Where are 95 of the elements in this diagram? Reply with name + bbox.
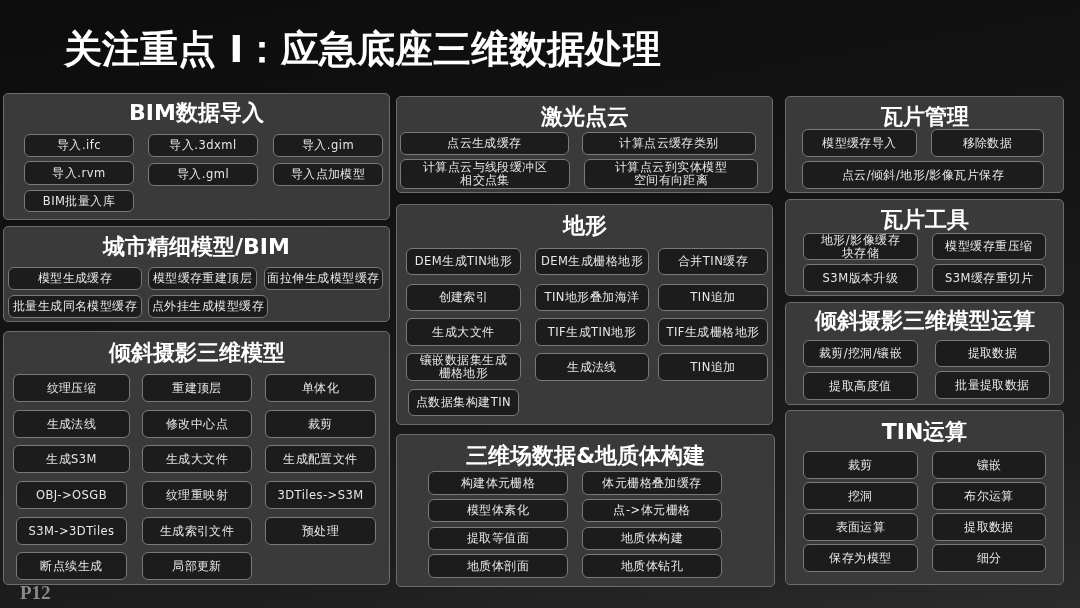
function-box: 重建顶层 — [142, 374, 252, 402]
function-box: 局部更新 — [142, 552, 252, 580]
function-box: 预处理 — [265, 517, 376, 545]
function-box: DEM生成TIN地形 — [406, 248, 521, 275]
panel-heading: TIN运算 — [881, 419, 968, 445]
function-box: 计算点云到实体模型空间有向距离 — [584, 159, 758, 189]
function-box: 纹理压缩 — [13, 374, 130, 402]
function-box: 模型缓存重建顶层 — [148, 267, 257, 290]
function-box: 模型缓存重压缩 — [932, 233, 1046, 260]
function-box: 修改中心点 — [142, 410, 252, 438]
panel-heading: 城市精细模型/BIM — [103, 234, 290, 260]
function-box: 3DTiles->S3M — [265, 481, 376, 509]
panel — [396, 96, 773, 193]
panel-heading: 倾斜摄影三维模型运算 — [814, 308, 1035, 334]
function-box: TIF生成TIN地形 — [535, 318, 649, 346]
function-box: 提取等值面 — [428, 527, 568, 550]
function-box: 裁剪 — [803, 451, 918, 479]
function-box: 导入.ifc — [24, 134, 134, 157]
function-box: 裁剪 — [265, 410, 376, 438]
function-box: 地质体剖面 — [428, 554, 568, 578]
function-box: 模型缓存导入 — [802, 129, 917, 157]
function-box: 地形/影像缓存块存储 — [803, 233, 918, 260]
function-box: 布尔运算 — [932, 482, 1046, 510]
function-box: 地质体钻孔 — [582, 554, 722, 578]
function-box: 导入.gml — [148, 163, 258, 186]
function-box: 点->体元栅格 — [582, 499, 722, 522]
function-box: S3M缓存重切片 — [932, 264, 1046, 292]
function-box: 生成大文件 — [142, 445, 252, 473]
panel — [785, 302, 1064, 405]
panel — [3, 226, 390, 322]
function-box: 点外挂生成模型缓存 — [148, 295, 268, 318]
function-box: 体元栅格叠加缓存 — [582, 471, 722, 495]
function-box: 计算点云缓存类别 — [582, 132, 756, 155]
function-box: 面拉伸生成模型缓存 — [264, 267, 383, 290]
function-box: 单体化 — [265, 374, 376, 402]
page-number: P12 — [20, 583, 51, 604]
panel — [785, 410, 1064, 585]
function-box: OBJ->OSGB — [16, 481, 127, 509]
function-box: 生成大文件 — [406, 318, 521, 346]
panel — [396, 434, 775, 587]
panel — [396, 204, 773, 425]
panel-heading: 三维场数据&地质体构建 — [465, 443, 706, 469]
function-box: 导入.rvm — [24, 161, 134, 185]
function-box: 纹理重映射 — [142, 481, 252, 509]
function-box: 提取数据 — [935, 340, 1050, 367]
function-box: 生成配置文件 — [265, 445, 376, 473]
function-box: DEM生成栅格地形 — [535, 248, 649, 275]
function-box: 计算点云与线段缓冲区相交点集 — [400, 159, 570, 189]
function-box: 点云/倾斜/地形/影像瓦片保存 — [802, 161, 1044, 189]
panel-heading: 地形 — [562, 213, 607, 239]
function-box: 挖洞 — [803, 482, 918, 510]
page-title: 关注重点 I：应急底座三维数据处理 — [64, 27, 662, 73]
panel-heading: 倾斜摄影三维模型 — [108, 340, 285, 366]
function-box: TIN追加 — [658, 284, 768, 311]
function-box: TIF生成栅格地形 — [658, 318, 768, 346]
function-box: 断点续生成 — [16, 552, 127, 580]
function-box: 镶嵌 — [932, 451, 1046, 479]
panel — [3, 331, 390, 585]
function-box: 提取数据 — [932, 513, 1046, 541]
function-box: 镶嵌数据集生成栅格地形 — [406, 353, 521, 381]
function-box: TIN追加 — [658, 353, 768, 381]
function-box: TIN地形叠加海洋 — [535, 284, 649, 311]
panel-heading: 瓦片工具 — [880, 207, 969, 233]
function-box: 移除数据 — [931, 129, 1044, 157]
function-box: 细分 — [932, 544, 1046, 572]
function-box: 模型生成缓存 — [8, 267, 142, 290]
function-box: S3M版本升级 — [803, 264, 918, 292]
panel-heading: 激光点云 — [540, 104, 629, 130]
function-box: BIM批量入库 — [24, 190, 134, 212]
function-box: 模型体素化 — [428, 499, 568, 522]
function-box: 批量提取数据 — [935, 371, 1050, 399]
function-box: 批量生成同名模型缓存 — [8, 295, 142, 318]
function-box: 地质体构建 — [582, 527, 722, 550]
function-box: 裁剪/挖洞/镶嵌 — [803, 340, 918, 367]
panel-heading: 瓦片管理 — [880, 104, 969, 130]
panel — [785, 199, 1064, 296]
function-box: 提取高度值 — [803, 372, 918, 400]
function-box: S3M->3DTiles — [16, 517, 127, 545]
function-box: 合并TIN缓存 — [658, 248, 768, 275]
panel — [785, 96, 1064, 193]
function-box: 构建体元栅格 — [428, 471, 568, 495]
function-box: 生成法线 — [13, 410, 130, 438]
function-box: 保存为模型 — [803, 544, 918, 572]
function-box: 生成法线 — [535, 353, 649, 381]
function-box: 导入.3dxml — [148, 134, 258, 157]
function-box: 创建索引 — [406, 284, 521, 311]
function-box: 表面运算 — [803, 513, 918, 541]
function-box: 点云生成缓存 — [400, 132, 569, 155]
function-box: 导入.gim — [273, 134, 383, 157]
function-box: 点数据集构建TIN — [408, 389, 519, 416]
panel-heading: BIM数据导入 — [129, 100, 264, 126]
panel — [3, 93, 390, 220]
function-box: 生成S3M — [13, 445, 130, 473]
function-box: 生成索引文件 — [142, 517, 252, 545]
function-box: 导入点加模型 — [273, 163, 383, 186]
